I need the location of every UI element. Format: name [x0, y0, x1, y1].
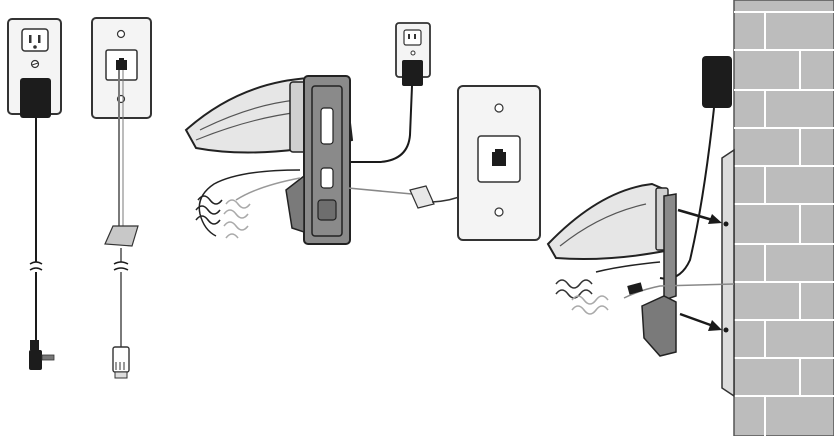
panel-wall-mounting	[546, 0, 834, 437]
coiled-cords-icon	[555, 261, 735, 315]
cord-tag-icon	[104, 225, 139, 247]
coiled-cord-icon	[195, 169, 301, 239]
modular-plug-icon	[112, 346, 130, 379]
mounting-arrow-bottom	[679, 312, 729, 333]
small-power-outlet-icon	[395, 22, 431, 86]
base-line-cord	[347, 187, 413, 195]
power-cord	[29, 118, 43, 340]
power-plug-icon	[29, 340, 55, 370]
panel-power-adapter	[7, 18, 62, 370]
panel-telephone-line-cord	[91, 17, 152, 379]
wall-plate-side-icon	[721, 148, 735, 398]
brick-wall-icon	[733, 0, 834, 437]
wall-mount-bracket-icon	[285, 75, 351, 245]
line-cord-tag-icon	[409, 185, 435, 209]
mounting-arrow-top	[677, 208, 729, 227]
power-adapter-icon	[20, 78, 51, 118]
wall-jack-plate-icon	[457, 85, 541, 241]
mounted-base-icon	[546, 182, 677, 357]
adapter-cord	[345, 85, 413, 163]
telephone-line-cord	[113, 70, 129, 347]
panel-base-connection	[184, 22, 541, 245]
phone-jack-icon	[91, 17, 152, 119]
